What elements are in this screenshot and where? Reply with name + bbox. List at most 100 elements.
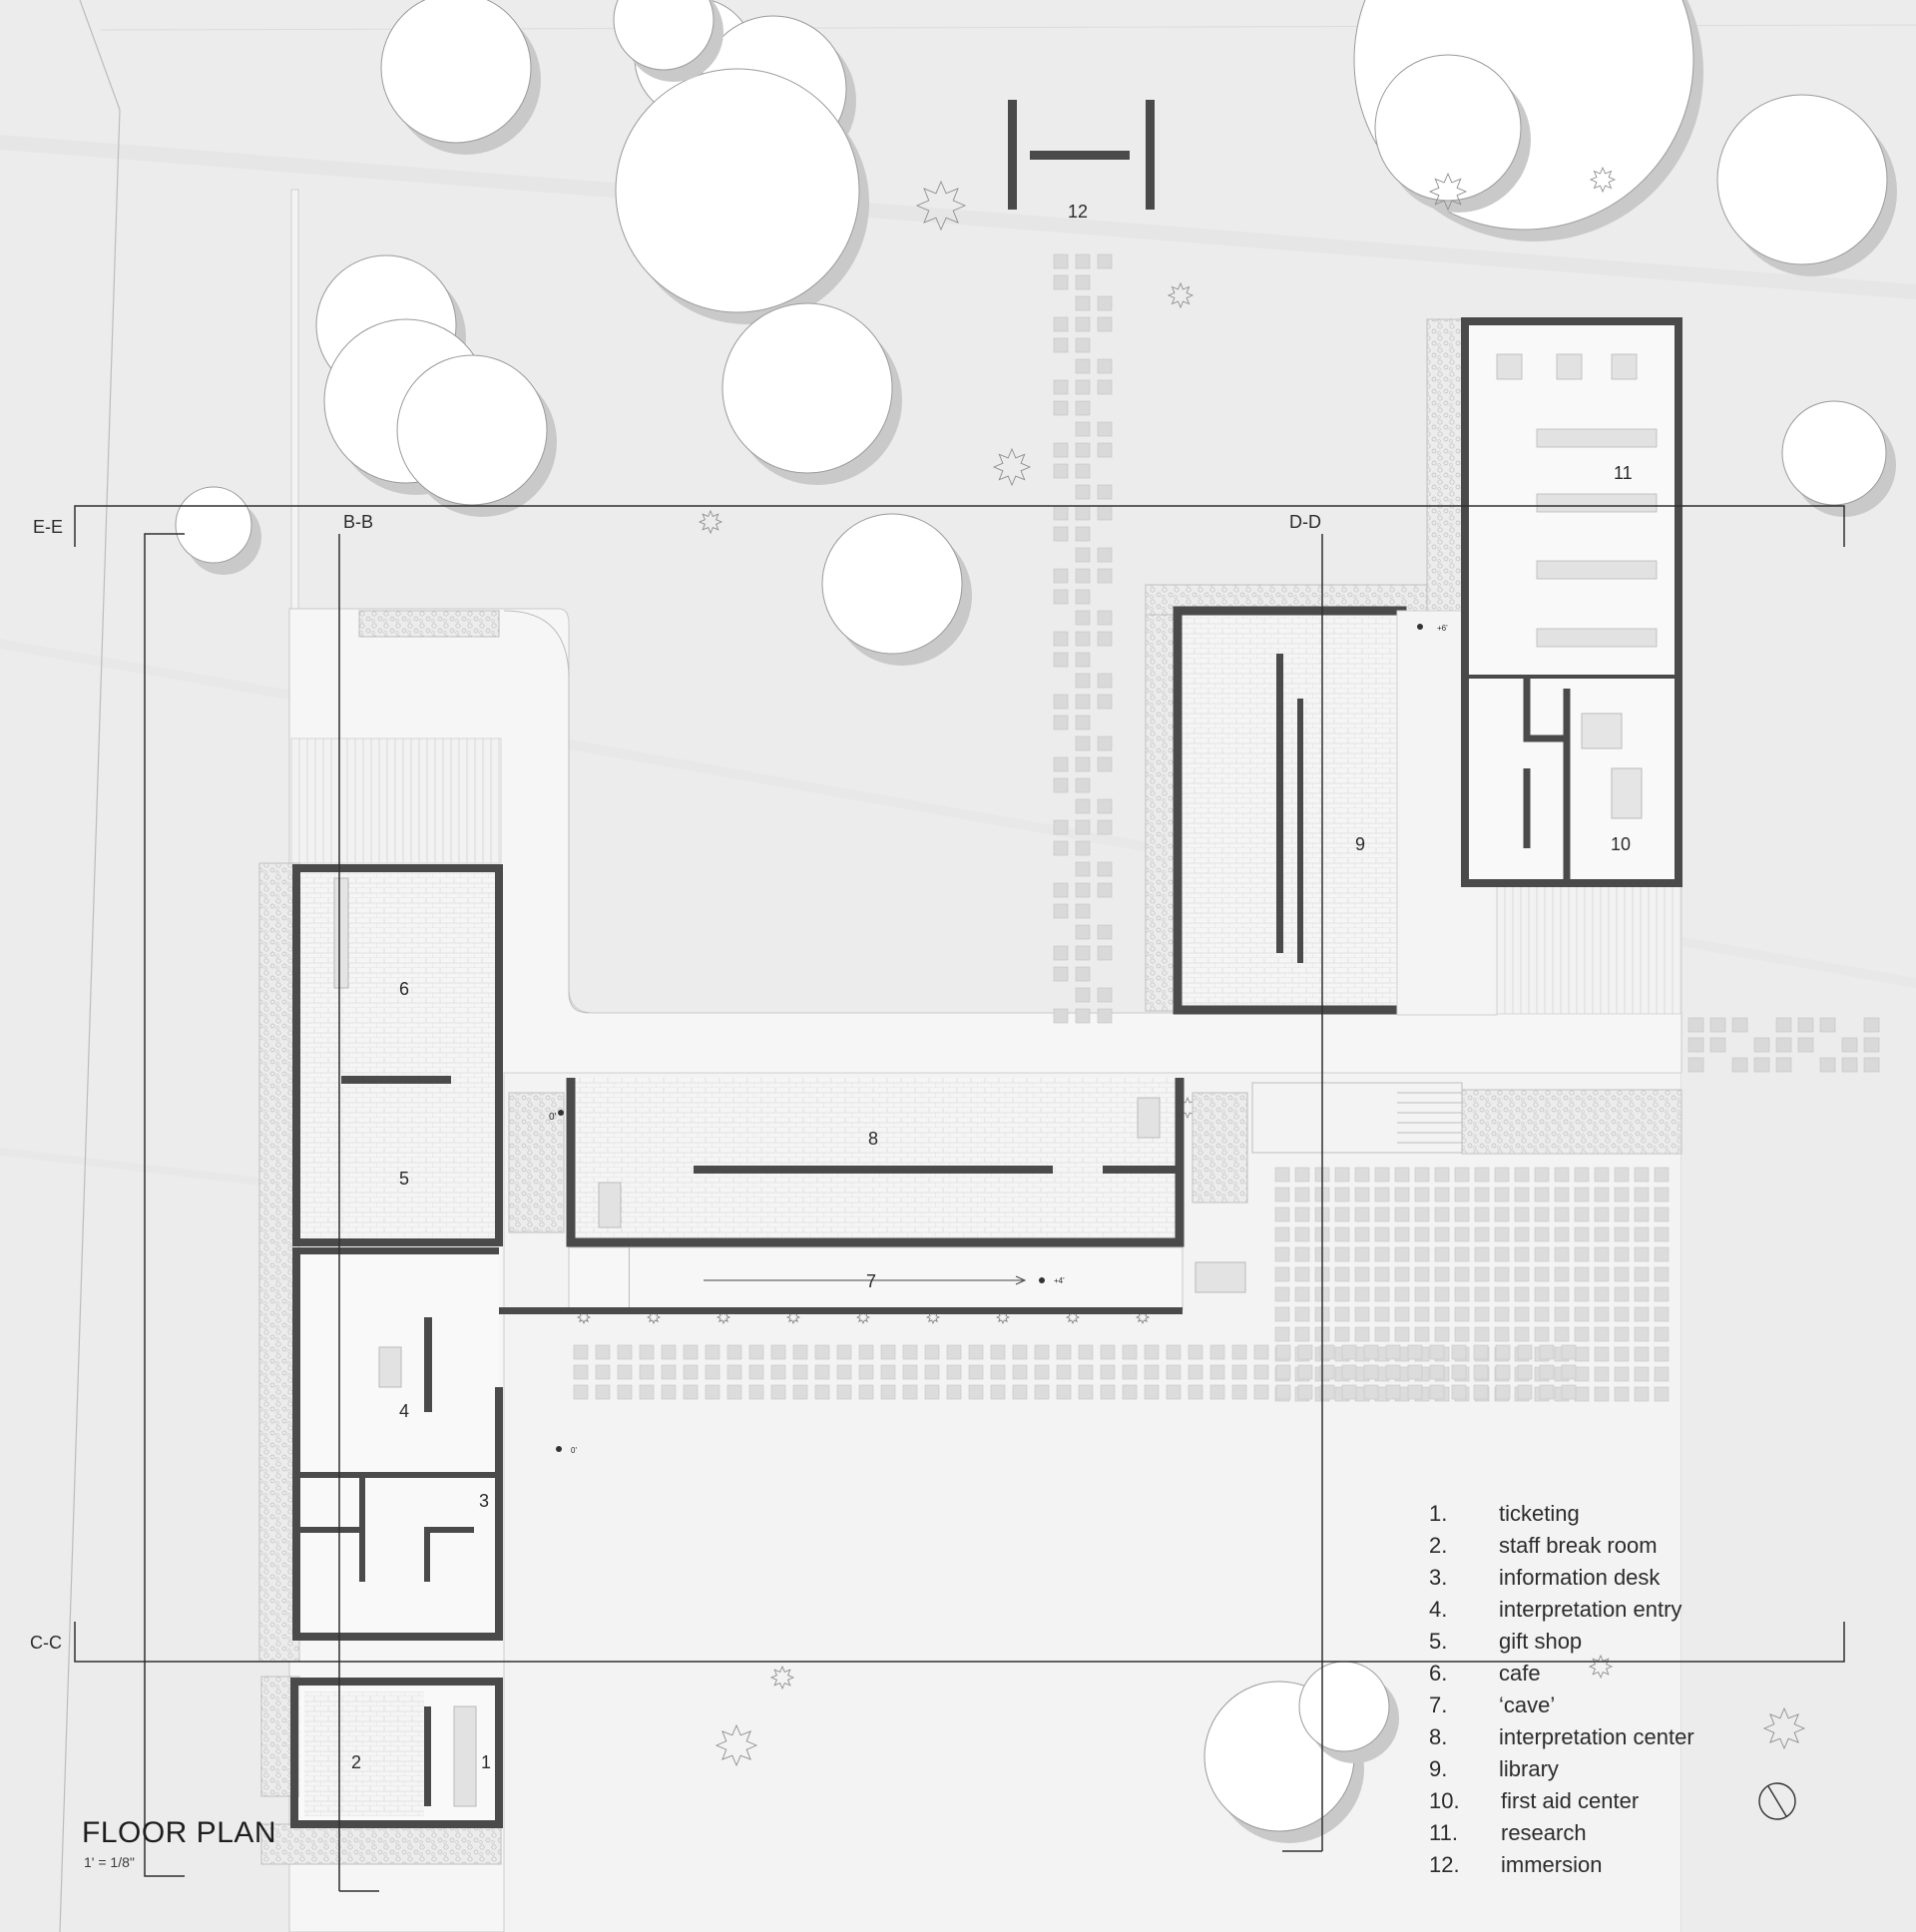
lawn-paver <box>792 1384 808 1400</box>
lawn-paver <box>705 1364 720 1380</box>
lawn-paver <box>1494 1207 1510 1222</box>
lawn-paver <box>1654 1266 1670 1282</box>
lawn-paver <box>661 1344 677 1360</box>
lawn-paver <box>1561 1344 1577 1360</box>
stepping-stone <box>1097 610 1113 626</box>
interp-center-display <box>598 1182 622 1228</box>
stepping-stone <box>1075 295 1091 311</box>
terrace-planter <box>358 610 500 638</box>
room-number-2: 2 <box>351 1752 361 1772</box>
lawn-paver <box>1294 1226 1310 1242</box>
lawn-paver <box>770 1344 786 1360</box>
lawn-paver <box>748 1364 764 1380</box>
lawn-paver <box>1407 1384 1423 1400</box>
legend-label: research <box>1501 1820 1587 1845</box>
lawn-paver <box>1654 1226 1670 1242</box>
lawn-paver <box>1012 1384 1028 1400</box>
drawing-scale: 1' = 1/8" <box>84 1854 135 1870</box>
lawn-paver <box>748 1384 764 1400</box>
lawn-paver <box>1394 1167 1410 1183</box>
lawn-paver <box>573 1344 589 1360</box>
legend-number: 3. <box>1429 1565 1448 1590</box>
section-line-cc <box>74 1622 1845 1663</box>
lawn-paver <box>1434 1266 1450 1282</box>
lawn-paver <box>1594 1207 1610 1222</box>
lawn-paver <box>1654 1386 1670 1402</box>
lawn-paver <box>1554 1286 1570 1302</box>
lawn-paver <box>1517 1344 1533 1360</box>
stepping-stone <box>1797 1037 1814 1053</box>
lawn-paver <box>1534 1226 1550 1242</box>
lawn-paver <box>1363 1364 1379 1380</box>
trees-group <box>175 0 1897 1843</box>
lawn-paver <box>683 1344 699 1360</box>
lawn-paver <box>705 1344 720 1360</box>
ticket-divider <box>424 1706 431 1806</box>
lawn-paver <box>924 1364 940 1380</box>
tree-canopy <box>380 0 532 144</box>
lawn-paver <box>1434 1187 1450 1203</box>
lawn-paver <box>1554 1167 1570 1183</box>
lawn-paver <box>1574 1207 1590 1222</box>
stepping-stone <box>1097 673 1113 689</box>
lawn-paver <box>1394 1326 1410 1342</box>
lawn-paver <box>1144 1364 1160 1380</box>
lawn-paver <box>1614 1286 1630 1302</box>
stepping-stone <box>1075 505 1091 521</box>
lawn-paver <box>1414 1226 1430 1242</box>
legend-label: information desk <box>1499 1565 1661 1590</box>
lawn-paver <box>1274 1266 1290 1282</box>
lawn-paver <box>1394 1187 1410 1203</box>
lawn-paver <box>1319 1364 1335 1380</box>
lawn-paver <box>1454 1246 1470 1262</box>
shrub <box>698 509 723 535</box>
stepping-stone <box>1097 421 1113 437</box>
lawn-paver <box>1274 1187 1290 1203</box>
lawn-paver <box>1634 1386 1650 1402</box>
lawn-paver <box>1078 1344 1094 1360</box>
lawn-paver <box>1394 1266 1410 1282</box>
shrub <box>1762 1706 1806 1750</box>
stepping-stone <box>1053 400 1069 416</box>
lawn-paver <box>924 1344 940 1360</box>
entry-wall <box>424 1317 432 1412</box>
lawn-paver <box>1414 1326 1430 1342</box>
lawn-paver <box>1451 1344 1467 1360</box>
room-number-9: 9 <box>1355 834 1365 854</box>
lawn-paver <box>902 1384 918 1400</box>
lawn-paver <box>880 1344 896 1360</box>
lawn-paver <box>1594 1187 1610 1203</box>
lawn-paver <box>1414 1306 1430 1322</box>
lawn-paver <box>1394 1207 1410 1222</box>
lawn-paver <box>1374 1167 1390 1183</box>
lawn-paver <box>1122 1344 1138 1360</box>
stepping-stone <box>1075 945 1091 961</box>
lawn-paver <box>1374 1187 1390 1203</box>
lawn-paver <box>1334 1266 1350 1282</box>
lawn-paver <box>1294 1207 1310 1222</box>
stepping-stone <box>1797 1017 1814 1033</box>
lawn-paver <box>1012 1344 1028 1360</box>
lawn-paver <box>1434 1167 1450 1183</box>
stepping-stone <box>1075 987 1091 1003</box>
stepping-stone <box>1863 1017 1880 1033</box>
lawn-paver <box>1554 1306 1570 1322</box>
tree-canopy <box>1298 1661 1390 1752</box>
lawn-paver <box>661 1384 677 1400</box>
legend-number: 6. <box>1429 1661 1448 1686</box>
lawn-paver <box>1534 1266 1550 1282</box>
lawn-paver <box>1231 1344 1247 1360</box>
lawn-paver <box>1539 1344 1555 1360</box>
entry-bench <box>378 1346 402 1388</box>
first-aid-planter <box>1461 1089 1682 1155</box>
stepping-stone <box>1075 715 1091 730</box>
tree-canopy <box>175 486 252 564</box>
library-planter <box>1426 318 1468 616</box>
lawn-paver <box>1494 1306 1510 1322</box>
lawn-paver <box>902 1364 918 1380</box>
courtyard-curb <box>503 610 590 1014</box>
stepping-stone <box>1097 819 1113 835</box>
lawn-paver <box>1122 1364 1138 1380</box>
lawn-paver <box>1454 1187 1470 1203</box>
stepping-stone <box>1053 442 1069 458</box>
